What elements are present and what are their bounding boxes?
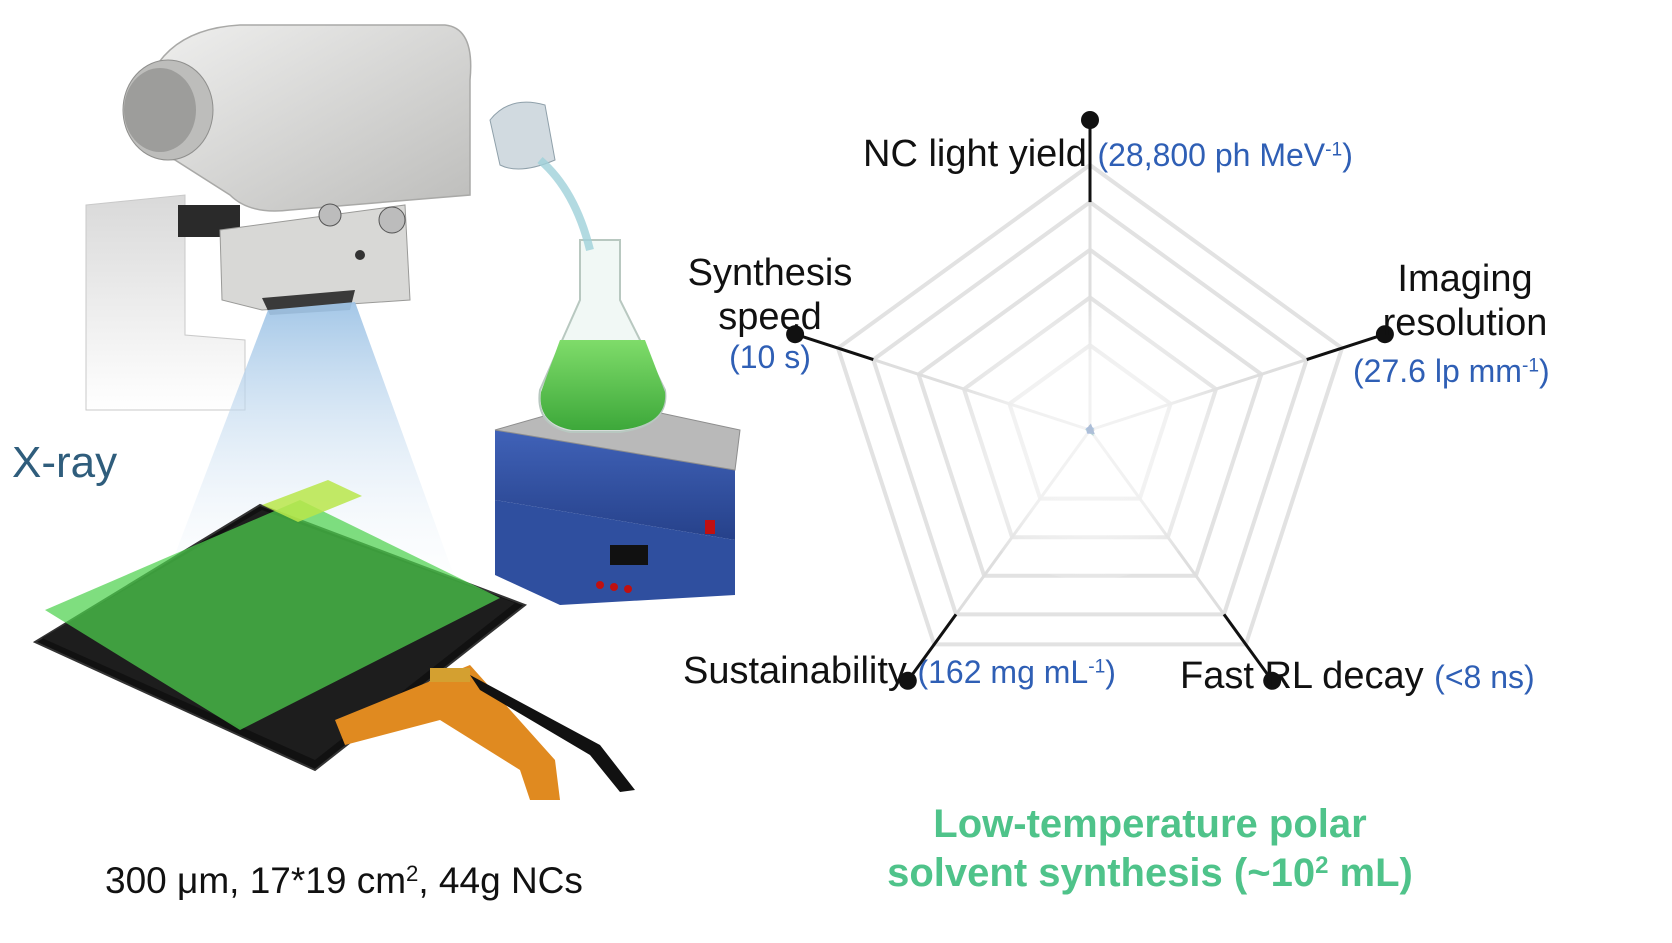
axis-value: (162 mg mL-1) [917, 654, 1116, 690]
radar-axis-dot-2 [1375, 325, 1394, 344]
radar-axis-line-2 [1306, 332, 1386, 362]
detector-caption: 300 μm, 17*19 cm2, 44g NCs [105, 860, 583, 902]
method-title: Low-temperature polar solvent synthesis … [850, 800, 1450, 898]
caption-suffix: , 44g NCs [418, 860, 583, 901]
axis-label-synthesis-speed: Synthesis speed (10 s) [687, 252, 853, 376]
axis-name: Fast RL decay [1180, 655, 1424, 697]
caption-sup: 2 [406, 860, 419, 886]
radar-axis-line-4 [906, 613, 958, 682]
synthesis-setup-image [489, 101, 741, 605]
radar-glow [940, 280, 1240, 580]
radar-chart [786, 111, 1394, 690]
radar-grid-ring-4 [870, 199, 1310, 617]
axis-name: Sustainability [683, 650, 907, 692]
radar-axis-line-5 [794, 332, 874, 362]
radar-axis-dot-1 [1081, 111, 1099, 129]
axis-value-imaging-resolution: (27.6 lp mm-1) [1353, 353, 1550, 389]
axis-label-sustainability: Sustainability (162 mg mL-1) [683, 650, 1116, 694]
radar-axis-dot-3 [1263, 671, 1282, 690]
detector-panel-image [32, 480, 635, 800]
radar-axis-dot-5 [786, 325, 805, 344]
radar-axis-line-3 [1222, 613, 1274, 682]
axis-label-light-yield: NC light yield (28,800 ph MeV-1) [863, 133, 1353, 177]
axis-value: (<8 ns) [1434, 659, 1535, 695]
radar-axis-dot-4 [898, 671, 917, 690]
radar-grid-ring-5 [835, 162, 1345, 647]
method-title-line2: solvent synthesis (~102 mL) [887, 850, 1413, 895]
method-title-line1: Low-temperature polar [933, 802, 1367, 846]
xray-label: X-ray [12, 438, 118, 487]
caption-prefix: 300 μm, 17*19 cm [105, 860, 407, 901]
axis-label-fast-rl-decay: Fast RL decay (<8 ns) [1180, 655, 1535, 699]
xray-source-image [85, 24, 472, 411]
axis-label-imaging-resolution: Imaging resolution [1382, 258, 1548, 344]
axis-name: NC light yield [863, 133, 1087, 175]
axis-value: (28,800 ph MeV-1) [1097, 137, 1353, 173]
